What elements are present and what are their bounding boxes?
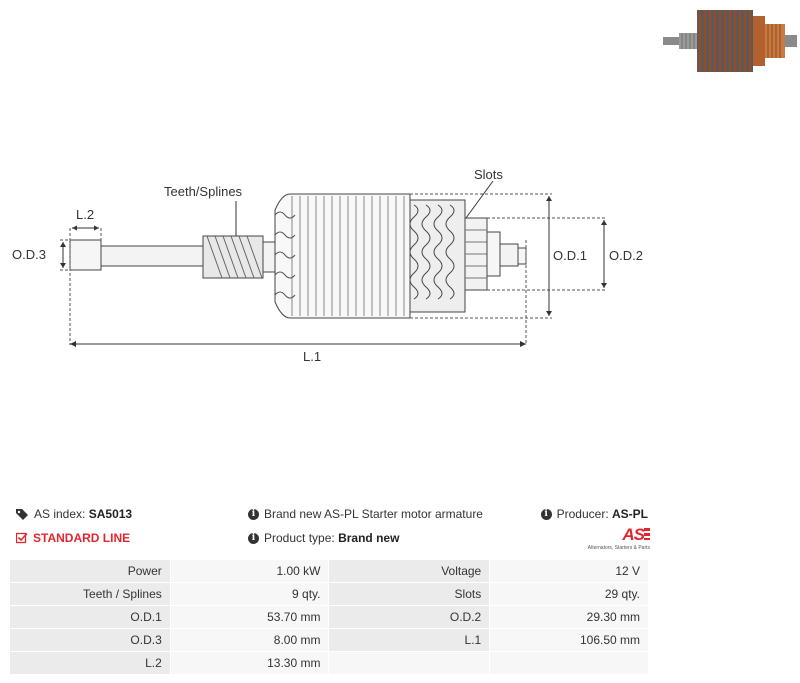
producer-value: AS-PL — [612, 507, 648, 521]
label-l1: L.1 — [303, 349, 321, 364]
producer-row: i Producer: AS-PL — [540, 507, 648, 521]
logo-tagline: Alternators, Starters & Parts — [587, 545, 650, 551]
spec-value: 29 qty. — [489, 582, 649, 606]
product-type-row: i Product type: Brand new — [248, 531, 399, 545]
standard-line-label: STANDARD LINE — [33, 531, 131, 545]
as-index-value: SA5013 — [88, 507, 133, 521]
spec-value: 1.00 kW — [169, 559, 330, 583]
spec-label: O.D.1 — [9, 605, 171, 629]
spec-value: 12 V — [489, 559, 649, 583]
spec-value: 8.00 mm — [169, 628, 330, 652]
info-icon: i — [248, 508, 259, 520]
spec-value: 13.30 mm — [169, 651, 330, 675]
spec-value: 29.30 mm — [489, 605, 649, 629]
as-index-label: AS index: — [34, 507, 86, 521]
label-od3: O.D.3 — [12, 247, 46, 262]
brand-text: Brand new AS-PL Starter motor armature — [264, 507, 483, 521]
spec-label: L.2 — [9, 651, 171, 675]
label-od1: O.D.1 — [553, 248, 587, 263]
label-teeth-splines: Teeth/Splines — [164, 184, 243, 199]
as-pl-logo: AS Alternators, Starters & Parts — [585, 525, 650, 553]
product-type-value: Brand new — [338, 531, 400, 545]
spec-label: Power — [9, 559, 171, 583]
spec-value — [489, 651, 649, 675]
product-type-label: Product type: — [264, 531, 335, 545]
check-square-icon — [16, 532, 28, 544]
info-icon: i — [540, 508, 552, 520]
spec-label: L.1 — [328, 628, 491, 652]
spec-label: Teeth / Splines — [9, 582, 171, 606]
spec-value: 106.50 mm — [489, 628, 649, 652]
logo-bars — [644, 528, 650, 540]
spec-label: Slots — [328, 582, 491, 606]
label-l2: L.2 — [76, 207, 94, 222]
spec-label — [328, 651, 491, 675]
info-icon: i — [248, 532, 259, 544]
label-slots: Slots — [474, 167, 503, 182]
spec-label: Voltage — [328, 559, 491, 583]
product-thumbnail — [663, 10, 797, 72]
producer-label: Producer: — [556, 507, 609, 521]
spec-label: O.D.3 — [9, 628, 171, 652]
brand-row: i Brand new AS-PL Starter motor armature — [248, 507, 483, 521]
spec-value: 9 qty. — [169, 582, 330, 606]
label-od2: O.D.2 — [609, 248, 643, 263]
tag-icon — [16, 508, 28, 520]
spec-label: O.D.2 — [328, 605, 491, 629]
armature-diagram: L.2 O.D.3 Teeth/Splines Slots O.D.1 O.D.… — [12, 167, 643, 364]
spec-value: 53.70 mm — [169, 605, 330, 629]
as-index-row: AS index: SA5013 — [16, 507, 132, 521]
logo-mark: AS — [622, 525, 645, 544]
standard-line-row: STANDARD LINE — [16, 531, 130, 545]
